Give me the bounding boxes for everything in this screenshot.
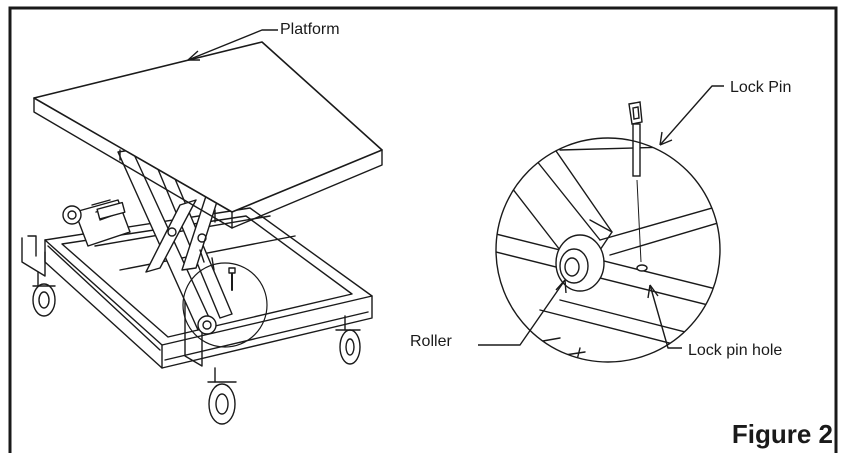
leader-platform — [187, 29, 278, 61]
leader-lines — [187, 29, 724, 349]
label-roller: Roller — [410, 333, 452, 350]
leader-roller — [478, 279, 566, 346]
figure-caption: Figure 2 — [731, 419, 833, 449]
leader-lock-pin-hole — [649, 284, 682, 349]
label-platform: Platform — [280, 21, 340, 38]
lock-pin-guide-line — [636, 179, 642, 263]
detail-callout-circle — [182, 262, 268, 348]
lock-pin-small — [228, 267, 236, 291]
frame-border — [8, 6, 838, 453]
leader-lock-pin — [659, 85, 724, 146]
label-lock-pin-hole: Lock pin hole — [688, 342, 783, 359]
detail-view — [495, 101, 721, 363]
detail-circle — [495, 137, 721, 363]
caster-rear-right — [335, 315, 361, 365]
caster-front-right — [207, 367, 237, 425]
caster-front-left — [32, 271, 56, 317]
lock-pin-hole — [636, 264, 648, 272]
lock-pin — [628, 101, 643, 177]
roller — [555, 234, 605, 292]
label-lock-pin: Lock Pin — [730, 79, 792, 96]
pump-assembly — [62, 199, 131, 247]
lift-table — [21, 41, 383, 425]
platform — [33, 41, 383, 229]
